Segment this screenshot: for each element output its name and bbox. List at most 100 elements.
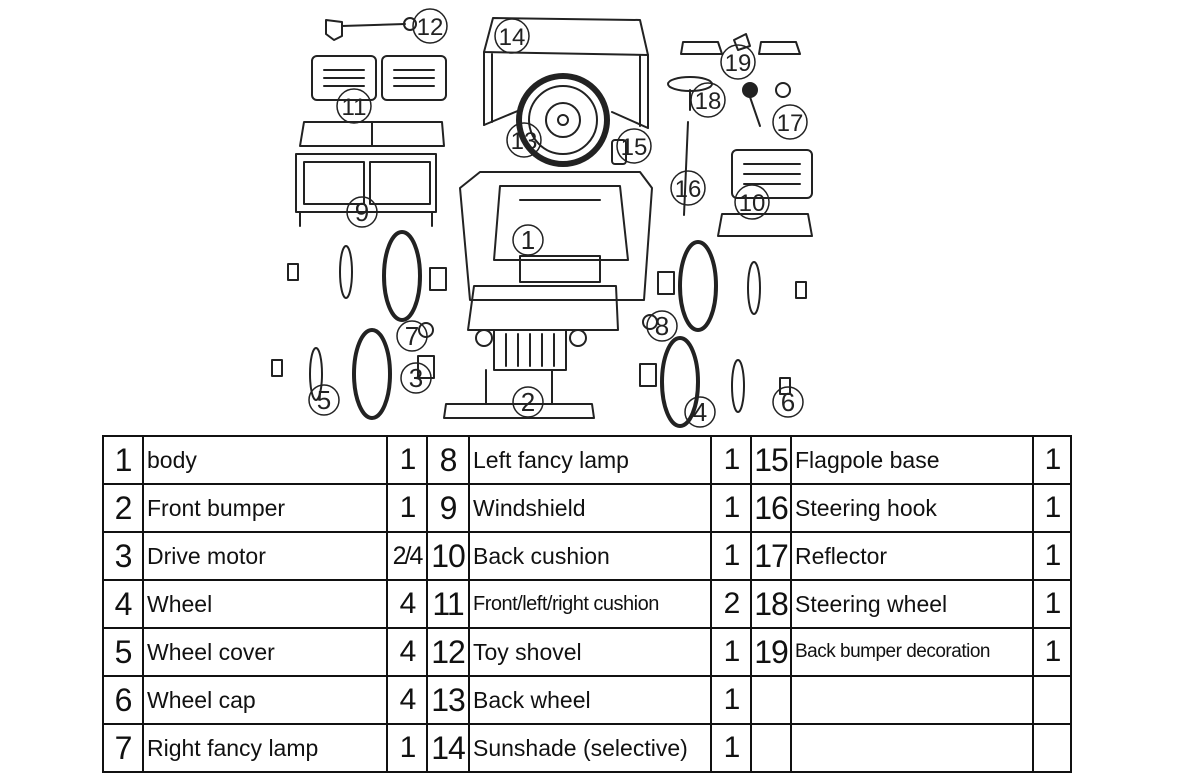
part-name: Back wheel (468, 675, 712, 725)
callout-15: 15 (616, 128, 652, 164)
part-quantity: 1 (710, 435, 752, 485)
part-name: body (142, 435, 388, 485)
part-quantity: 1 (710, 723, 752, 773)
part-quantity: 1 (1032, 627, 1072, 677)
part-number: 3 (102, 531, 144, 581)
part-number: 14 (426, 723, 470, 773)
svg-text:9: 9 (355, 197, 369, 227)
svg-text:11: 11 (342, 94, 367, 121)
part-quantity: 2 (710, 579, 752, 629)
part-quantity: 4 (386, 675, 428, 725)
part-name: Wheel cover (142, 627, 388, 677)
part-name: Sunshade (selective) (468, 723, 712, 773)
table-row: 1 body 1 8 Left fancy lamp 1 15 Flagpole… (102, 435, 1072, 485)
drive-motor-drawing (417, 267, 675, 387)
part-number: 11 (426, 579, 470, 629)
body-drawing (459, 171, 653, 371)
part-name: Right fancy lamp (142, 723, 388, 773)
sunshade-drawing (483, 17, 649, 129)
svg-text:7: 7 (405, 321, 419, 351)
callout-11: 11 (336, 88, 372, 124)
flagpole-base-drawing (611, 139, 627, 165)
exploded-parts-diagram: 1 2 3 4 5 6 7 8 9 10 11 12 13 14 15 (271, 8, 813, 428)
empty-cell (750, 723, 792, 773)
callout-12: 12 (412, 8, 448, 44)
part-number: 7 (102, 723, 144, 773)
svg-text:12: 12 (417, 14, 444, 41)
svg-text:1: 1 (521, 225, 535, 255)
front-cushion-drawing (299, 55, 447, 147)
wheel-cover-drawing (309, 245, 761, 413)
table-row: 2 Front bumper 1 9 Windshield 1 16 Steer… (102, 483, 1072, 533)
table-row: 6 Wheel cap 4 13 Back wheel 1 (102, 675, 1072, 725)
callout-1: 1 (512, 224, 544, 256)
part-quantity: 1 (710, 531, 752, 581)
callout-7: 7 (396, 320, 428, 352)
back-wheel-drawing (516, 73, 610, 167)
back-cushion-drawing (717, 149, 813, 237)
callout-17: 17 (772, 104, 808, 140)
callout-13: 13 (506, 122, 542, 158)
empty-cell (1032, 675, 1072, 725)
part-name: Drive motor (142, 531, 388, 581)
reflector-drawing (742, 82, 791, 127)
part-quantity: 4 (386, 579, 428, 629)
svg-text:8: 8 (655, 311, 669, 341)
callout-18: 18 (690, 82, 726, 118)
empty-cell (750, 675, 792, 725)
part-number: 12 (426, 627, 470, 677)
svg-text:10: 10 (739, 190, 766, 217)
part-name: Wheel (142, 579, 388, 629)
part-quantity: 1 (710, 627, 752, 677)
callout-6: 6 (772, 386, 804, 418)
part-quantity: 1 (1032, 531, 1072, 581)
svg-text:6: 6 (781, 387, 795, 417)
table-row: 3 Drive motor 2/4 10 Back cushion 1 17 R… (102, 531, 1072, 581)
part-quantity: 1 (386, 483, 428, 533)
svg-text:5: 5 (317, 385, 331, 415)
callout-2: 2 (512, 386, 544, 418)
part-name: Wheel cap (142, 675, 388, 725)
empty-cell (790, 675, 1034, 725)
part-number: 10 (426, 531, 470, 581)
part-number: 16 (750, 483, 792, 533)
front-bumper-drawing (443, 369, 595, 419)
part-quantity: 2/4 (386, 531, 428, 581)
part-number: 9 (426, 483, 470, 533)
callout-5: 5 (308, 384, 340, 416)
svg-text:14: 14 (499, 24, 526, 51)
part-name: Steering hook (790, 483, 1034, 533)
part-quantity: 1 (710, 483, 752, 533)
part-number: 2 (102, 483, 144, 533)
callout-10: 10 (734, 184, 770, 220)
part-quantity: 1 (1032, 579, 1072, 629)
part-number: 13 (426, 675, 470, 725)
windshield-drawing (295, 153, 437, 227)
part-name: Back bumper decoration (790, 627, 1034, 677)
part-number: 1 (102, 435, 144, 485)
svg-text:2: 2 (521, 387, 535, 417)
part-quantity: 1 (1032, 483, 1072, 533)
svg-text:4: 4 (693, 397, 707, 427)
part-number: 8 (426, 435, 470, 485)
part-name: Front/left/right cushion (468, 579, 712, 629)
table-row: 5 Wheel cover 4 12 Toy shovel 1 19 Back … (102, 627, 1072, 677)
svg-text:17: 17 (777, 110, 804, 137)
wheel-drawing (352, 230, 718, 428)
part-number: 5 (102, 627, 144, 677)
part-quantity: 4 (386, 627, 428, 677)
part-quantity: 1 (386, 435, 428, 485)
callout-19: 19 (720, 44, 756, 80)
part-name: Flagpole base (790, 435, 1034, 485)
svg-text:16: 16 (675, 176, 702, 203)
part-number: 4 (102, 579, 144, 629)
part-quantity: 1 (386, 723, 428, 773)
table-row: 7 Right fancy lamp 1 14 Sunshade (select… (102, 723, 1072, 773)
part-name: Windshield (468, 483, 712, 533)
part-number: 18 (750, 579, 792, 629)
part-name: Left fancy lamp (468, 435, 712, 485)
steering-hook-drawing (683, 121, 689, 216)
svg-text:19: 19 (725, 50, 752, 77)
empty-cell (1032, 723, 1072, 773)
part-name: Reflector (790, 531, 1034, 581)
